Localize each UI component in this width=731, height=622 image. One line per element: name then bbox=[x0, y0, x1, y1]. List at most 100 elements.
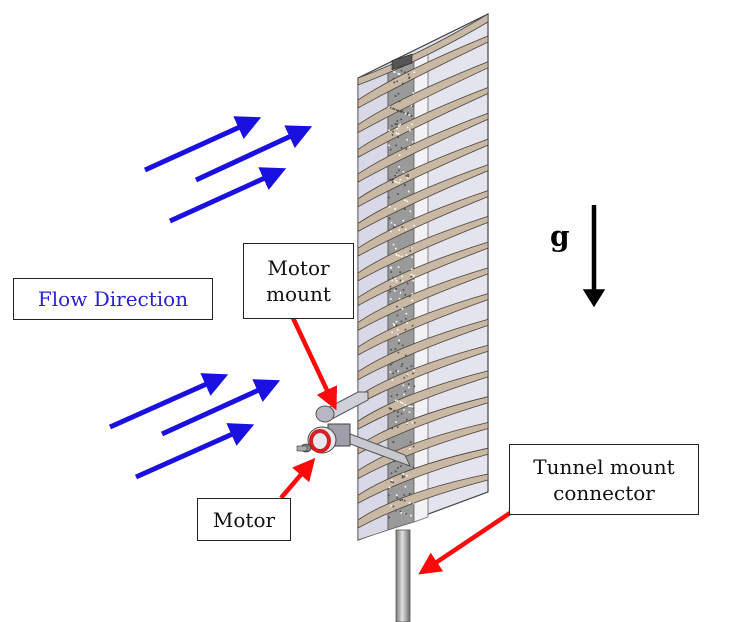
airfoil-rib bbox=[357, 396, 489, 455]
foam-speck bbox=[393, 409, 395, 412]
foam-speck bbox=[397, 72, 399, 75]
airfoil-rib bbox=[357, 241, 489, 307]
foam-speck bbox=[397, 136, 399, 138]
foam-speck bbox=[412, 445, 415, 448]
flow-arrow bbox=[143, 116, 262, 173]
motor-mount-label: Motor mount bbox=[243, 243, 354, 319]
foam-speck bbox=[392, 243, 395, 246]
foam-speck bbox=[391, 479, 393, 481]
foam-speck bbox=[405, 354, 407, 357]
foam-speck bbox=[396, 120, 399, 122]
foam-speck bbox=[401, 476, 404, 479]
foam-speck bbox=[413, 369, 415, 372]
airfoil-rib bbox=[357, 35, 489, 109]
foam-speck bbox=[411, 299, 414, 302]
foam-speck bbox=[394, 399, 397, 402]
motor-unit bbox=[296, 426, 337, 454]
foam-speck bbox=[390, 363, 392, 366]
foam-speck bbox=[413, 71, 415, 74]
foam-speck bbox=[396, 254, 398, 256]
foam-speck bbox=[408, 405, 410, 408]
foam-speck bbox=[402, 219, 405, 222]
foam-speck bbox=[396, 497, 398, 499]
foam-speck bbox=[397, 411, 399, 413]
foam-speck bbox=[403, 475, 406, 478]
foam-speck bbox=[407, 383, 410, 385]
foam-speck bbox=[395, 172, 398, 174]
foam-speck bbox=[392, 505, 395, 508]
wing-body bbox=[357, 13, 489, 541]
foam-speck bbox=[408, 76, 411, 79]
foam-speck bbox=[407, 173, 409, 176]
foam-speck bbox=[398, 73, 401, 75]
foam-speck bbox=[410, 514, 412, 517]
foam-speck bbox=[400, 69, 403, 72]
foam-speck bbox=[389, 288, 392, 290]
foam-speck bbox=[391, 279, 393, 282]
foam-speck bbox=[395, 144, 397, 147]
foam-speck bbox=[400, 412, 403, 415]
foam-speck bbox=[404, 184, 406, 187]
airfoil-rib bbox=[357, 344, 489, 406]
foam-speck bbox=[400, 111, 403, 113]
flow-arrow bbox=[108, 373, 229, 430]
foam-speck bbox=[400, 320, 403, 323]
foam-speck bbox=[392, 178, 394, 180]
tunnel-mount-connector-label: Tunnel mount connector bbox=[509, 444, 699, 515]
foam-speck bbox=[399, 271, 401, 273]
motor-ring bbox=[309, 429, 331, 453]
foam-speck bbox=[397, 193, 399, 195]
foam-speck bbox=[410, 268, 413, 270]
foam-speck bbox=[408, 386, 410, 389]
airfoil-rib bbox=[357, 473, 489, 529]
foam-speck bbox=[408, 492, 411, 495]
foam-speck bbox=[406, 200, 408, 203]
foam-speck bbox=[400, 512, 402, 514]
foam-speck bbox=[410, 104, 413, 107]
foam-speck bbox=[404, 485, 407, 488]
foam-speck bbox=[394, 289, 396, 292]
foam-speck bbox=[393, 71, 396, 73]
foam-speck bbox=[409, 405, 412, 407]
foam-speck bbox=[396, 314, 399, 317]
foam-speck bbox=[400, 465, 402, 467]
foam-speck bbox=[397, 467, 399, 469]
foam-speck bbox=[393, 460, 396, 463]
airfoil-rib bbox=[357, 190, 489, 257]
foam-speck bbox=[396, 127, 399, 130]
foam-speck bbox=[395, 280, 398, 282]
foam-speck bbox=[390, 271, 392, 273]
foam-speck bbox=[411, 406, 414, 408]
foam-speck bbox=[401, 110, 404, 112]
foam-speck bbox=[396, 80, 398, 83]
foam-speck bbox=[399, 123, 402, 126]
foam-speck bbox=[411, 421, 414, 424]
foam-speck bbox=[395, 494, 398, 496]
foam-speck bbox=[395, 109, 398, 111]
foam-speck bbox=[398, 342, 400, 345]
foam-speck bbox=[407, 175, 409, 178]
foam-speck bbox=[397, 333, 399, 336]
foam-speck bbox=[392, 130, 394, 133]
foam-speck bbox=[398, 154, 401, 156]
foam-speck bbox=[406, 475, 408, 477]
airfoil-rib bbox=[357, 293, 489, 356]
foam-speck bbox=[399, 292, 402, 294]
foam-speck bbox=[395, 247, 397, 250]
foam-speck bbox=[406, 177, 409, 179]
foam-speck bbox=[394, 224, 396, 226]
airfoil-rib bbox=[357, 447, 489, 504]
foam-speck bbox=[389, 290, 391, 293]
foam-speck bbox=[396, 426, 399, 428]
flow-arrows bbox=[108, 116, 313, 480]
motor-label: Motor bbox=[197, 498, 291, 541]
foam-speck bbox=[397, 92, 400, 95]
tunnel-mount-text-line2: connector bbox=[553, 480, 655, 505]
foam-speck bbox=[395, 132, 398, 135]
foam-speck bbox=[391, 331, 393, 334]
foam-speck bbox=[394, 208, 396, 210]
foam-speck bbox=[404, 404, 407, 406]
foam-speck bbox=[399, 110, 402, 113]
foam-speck bbox=[412, 105, 414, 107]
foam-speck bbox=[400, 118, 402, 121]
